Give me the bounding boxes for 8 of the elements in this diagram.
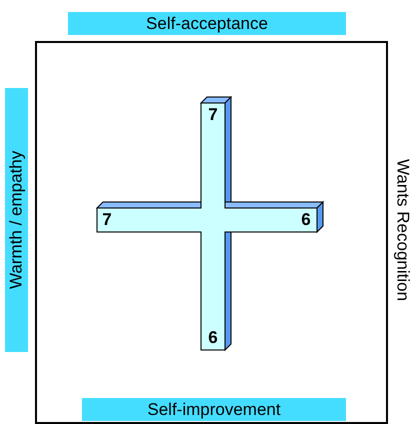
score-number: 7 [101,209,113,231]
axis-label: Self-improvement [82,398,346,421]
score-number: 6 [300,209,312,231]
axis-label: Warmth / empathy [5,88,28,352]
axis-label: Self-acceptance [68,12,346,35]
axis-label: Wants Recognition [392,158,414,304]
score-number: 6 [207,327,219,349]
score-number: 7 [207,104,219,126]
